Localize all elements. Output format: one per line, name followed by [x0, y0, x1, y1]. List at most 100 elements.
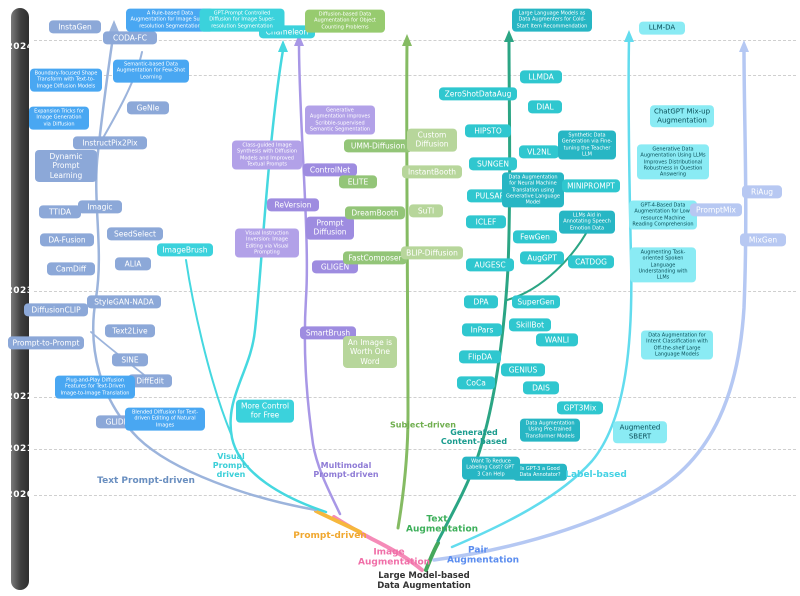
node-fewgen: FewGen — [513, 230, 557, 244]
branch-label-visual-prompt-driven: Visual Prompt-driven — [212, 452, 250, 480]
arrowhead-text-prompt — [109, 20, 119, 32]
spine-visual-prompt-driven — [229, 48, 328, 514]
node-prompt-to-prompt: Prompt-to-Prompt — [8, 336, 84, 350]
node-suti: SuTI — [409, 204, 443, 218]
node-blip-diffusion: BLIP-Diffusion — [401, 246, 463, 260]
branch-label-subject-driven: Subject-driven — [390, 420, 456, 430]
node-flipda: FlipDA — [459, 350, 501, 364]
node-semantic-based-data-augmentation-for-few: Semantic-based Data Augmentation for Few… — [113, 59, 189, 83]
node-miniprompt: MINIPROMPT — [562, 179, 620, 193]
year-label-2022: 2022 — [6, 392, 34, 402]
node-prompt-diffusion: Prompt Diffusion — [306, 216, 354, 240]
node-genie: GeNIe — [127, 101, 169, 115]
node-imagic: Imagic — [78, 200, 122, 214]
node-gpt3mix: GPT3Mix — [557, 401, 603, 415]
node-gpt-prompt-controlled-diffusion-for-imag: GPT-Prompt Controlled Diffusion for Imag… — [199, 8, 285, 32]
node-custom-diffusion: Custom Diffusion — [407, 128, 457, 152]
node-coda-fc: CODA-FC — [103, 31, 157, 45]
node-instructpix2pix: InstructPix2Pix — [73, 136, 147, 150]
node-dreambooth: DreamBooth — [345, 206, 405, 220]
gridline-40 — [34, 40, 796, 41]
node-supergen: SuperGen — [512, 295, 560, 309]
node-generative-data-augmentation-using-llms-: Generative Data Augmentation Using LLMs … — [637, 144, 709, 180]
timeline-bar — [11, 8, 29, 590]
node-expansion-tricks-for-image-generation-vi: Expansion Tricks for Image Generation vi… — [29, 106, 89, 130]
year-label-2024: 2024 — [6, 42, 34, 52]
root-label: Large Model-based Data Augmentation — [377, 570, 471, 591]
node-text2live: Text2Live — [105, 324, 155, 338]
year-label-2023: 2023 — [6, 286, 34, 296]
node-diffusionclip: DiffusionCLIP — [24, 303, 88, 317]
node-imagebrush: ImageBrush — [157, 243, 213, 257]
gridline-495 — [34, 495, 796, 496]
arrowhead-generated-content — [504, 30, 514, 42]
node-diffusion-based-data-augmentation-for-ob: Diffusion-based Data Augmentation for Ob… — [305, 9, 385, 33]
node-controlnet: ControlNet — [303, 163, 357, 177]
node-instantbooth: InstantBooth — [402, 165, 462, 179]
node-want-to-reduce-labeling-cost-gpt-3-can-h: Want To Reduce Labeling Cost? GPT-3 Can … — [462, 456, 520, 480]
node-camdiff: CamDiff — [47, 262, 95, 276]
node-llms-aid-in-annotating-speech-emotion-da: LLMs Aid in Annotating Speech Emotion Da… — [559, 210, 615, 234]
branch-label-label-based: Label-based — [565, 469, 627, 480]
node-class-guided-image-synthesis-with-diffus: Class-guided Image Synthesis with Diffus… — [232, 140, 302, 170]
node-coca: CoCa — [457, 376, 495, 390]
spine-subject-driven — [396, 42, 410, 530]
arrowhead-subject — [402, 34, 412, 46]
node-is-gpt-3-a-good-data-annotator: Is GPT-3 a Good Data Annotator? — [513, 463, 567, 481]
node-augmented-sbert: Augmented SBERT — [613, 421, 667, 443]
node-sungen: SUNGEN — [469, 157, 517, 171]
node-promptmix: PromptMix — [690, 203, 742, 217]
node-riaug: RiAug — [742, 185, 782, 199]
node-synthetic-data-generation-via-fine-tunin: Synthetic Data Generation via Fine-tunin… — [558, 130, 616, 160]
branch-label-text-prompt-driven: Text Prompt-driven — [97, 475, 195, 486]
node-more-control-for-free: More Control for Free — [236, 399, 294, 423]
year-label-2021: 2021 — [6, 444, 34, 454]
branch-label-multimodal-prompt-driven: Multimodal Prompt-driven — [313, 460, 379, 479]
node-hipsto: HIPSTO — [465, 124, 511, 138]
node-auggpt: AugGPT — [520, 251, 564, 265]
branch-label-generated-content-based: Generated Content-based — [440, 427, 508, 446]
node-sine: SINE — [112, 353, 148, 367]
node-instagen: InstaGen — [49, 20, 101, 34]
node-reversion: ReVersion — [267, 198, 319, 212]
branch-label-text-augmentation: Text Augmentation — [406, 514, 479, 535]
node-dpa: DPA — [464, 295, 498, 309]
node-iclef: ICLEF — [466, 215, 506, 229]
node-dial: DIAL — [528, 100, 562, 114]
node-dais: DAIS — [523, 381, 559, 395]
node-diffedit: DiffEdit — [128, 374, 172, 388]
branch-label-prompt-driven: Prompt-driven — [293, 530, 367, 541]
node-visual-instruction-inversion-image-editi: Visual Instruction Inversion: Image Edit… — [235, 228, 299, 258]
node-gpt-4-based-data-augmentation-for-low-re: GPT-4-Based Data Augmentation for Low-re… — [629, 200, 697, 230]
node-fastcomposer: FastComposer — [343, 251, 407, 265]
spine-text-augmentation — [424, 541, 440, 572]
node-data-augmentation-using-pre-trained-tran: Data Augmentation Using Pre-trained Tran… — [520, 418, 580, 442]
gridline-75 — [34, 75, 796, 76]
node-ttida: TTIDA — [39, 205, 81, 219]
node-smartbrush: SmartBrush — [300, 326, 356, 340]
node-zeroshotdataaug: ZeroShotDataAug — [439, 87, 517, 101]
node-large-language-models-as-data-augmenters: Large Language Models as Data Augmenters… — [512, 8, 592, 32]
arrowhead-visual-prompt — [278, 40, 288, 52]
gridline-291 — [34, 291, 796, 292]
node-augesc: AUGESC — [466, 258, 514, 272]
node-wanli: WANLI — [536, 333, 578, 347]
node-alia: ALIA — [115, 257, 151, 271]
node-llmda: LLMDA — [520, 70, 562, 84]
year-label-2020: 2020 — [6, 490, 34, 500]
node-skillbot: SkillBot — [509, 318, 551, 332]
node-chatgpt-mix-up-augmentation: ChatGPT Mix-up Augmentation — [650, 105, 714, 127]
arrowhead-pair — [739, 40, 749, 52]
node-umm-diffusion: UMM-Diffusion — [344, 139, 412, 153]
node-a-rule-based-data-augmentation-for-image: A Rule-based Data Augmentation for Image… — [126, 8, 214, 32]
node-generative-augmentation-improves-scribbl: Generative Augmentation improves Scribbl… — [305, 105, 375, 135]
node-llm-da: LLM-DA — [639, 21, 685, 35]
node-da-fusion: DA-Fusion — [40, 233, 94, 247]
node-an-image-is-worth-one-word: An Image is Worth One Word — [343, 335, 397, 369]
node-seedselect: SeedSelect — [107, 227, 163, 241]
node-catdog: CATDOG — [568, 255, 614, 269]
node-inpars: InPars — [462, 323, 502, 337]
node-pulsar: PULSAR — [467, 189, 513, 203]
spine-pair-augmentation — [432, 48, 748, 562]
